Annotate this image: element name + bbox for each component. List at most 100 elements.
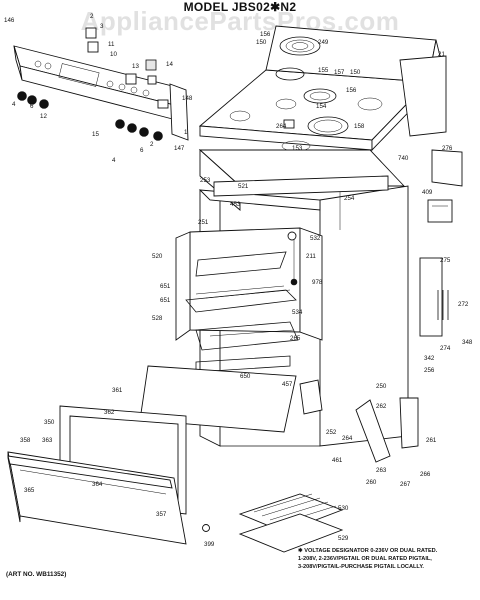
part-label: 365 <box>24 487 35 494</box>
door-hinges[interactable] <box>299 379 419 463</box>
part-label: 256 <box>424 367 435 374</box>
part-label: 399 <box>204 541 215 548</box>
rear-panel <box>399 55 447 137</box>
voltage-note-line-3: 3-208V/PIGTAIL-PURCHASE PIGTAIL LOCALLY. <box>298 564 424 570</box>
art-number: (ART NO. WB11352) <box>6 571 67 578</box>
part-label: 529 <box>338 535 349 542</box>
part-label: 530 <box>338 505 349 512</box>
part-label: 153 <box>292 145 303 152</box>
part-label: 150 <box>350 69 361 76</box>
voltage-note-line-1: ✱ VOLTAGE DESIGNATOR 0-236V OR DUAL RATE… <box>298 548 438 554</box>
part-label: 267 <box>400 481 411 488</box>
part-label: 156 <box>260 31 271 38</box>
part-label: 156 <box>346 87 357 94</box>
part-label: 147 <box>174 145 185 152</box>
outer-door[interactable] <box>7 451 187 545</box>
part-label: 2 <box>150 141 154 148</box>
oven-sensor <box>287 231 298 286</box>
part-label: 350 <box>44 419 55 426</box>
part-label: 10 <box>110 51 117 58</box>
part-label: 265 <box>290 335 301 342</box>
part-label: 457 <box>282 381 293 388</box>
part-label: 211 <box>306 253 316 260</box>
part-label: 6 <box>140 147 144 154</box>
part-label: 253 <box>200 177 211 184</box>
part-label: 13 <box>132 63 139 70</box>
part-label: 521 <box>238 183 249 190</box>
part-label: 461 <box>332 457 343 464</box>
part-label: 250 <box>376 383 387 390</box>
part-label: 2 <box>90 13 94 20</box>
part-label: 358 <box>20 437 31 444</box>
part-label: 158 <box>354 123 365 130</box>
part-label: 650 <box>240 373 251 380</box>
part-label: 532 <box>310 235 321 242</box>
part-label: 4 <box>112 157 116 164</box>
part-label: 275 <box>440 257 451 264</box>
part-label: 363 <box>42 437 53 444</box>
part-label: 651 <box>160 297 171 304</box>
part-label: 357 <box>156 511 167 518</box>
part-label: 361 <box>112 387 123 394</box>
part-label: 251 <box>198 219 209 226</box>
cooktop[interactable] <box>198 69 429 152</box>
door-handle[interactable] <box>7 455 173 489</box>
part-label: 254 <box>344 195 355 202</box>
part-label: 740 <box>398 155 409 162</box>
part-label: 528 <box>152 315 163 322</box>
part-label: 14 <box>166 61 173 68</box>
part-label: 154 <box>316 103 327 110</box>
oven-top <box>213 175 389 197</box>
part-label: 274 <box>440 345 451 352</box>
back-wrapper <box>419 257 443 337</box>
part-label: 262 <box>376 403 387 410</box>
part-label: 249 <box>318 39 329 46</box>
part-label: 453 <box>230 201 241 208</box>
part-label: 978 <box>312 279 323 286</box>
part-label: 252 <box>326 429 337 436</box>
part-label: 264 <box>342 435 353 442</box>
end-cap-right <box>169 83 189 141</box>
broil-element <box>195 355 291 373</box>
terminal-block <box>427 199 453 223</box>
part-label: 11 <box>108 41 115 48</box>
control-panel[interactable] <box>13 45 187 123</box>
part-label: 15 <box>92 131 99 138</box>
broiler-pan[interactable] <box>238 493 344 553</box>
part-label: 348 <box>462 339 473 346</box>
control-knobs[interactable] <box>17 91 163 141</box>
infinite-switches <box>85 27 169 109</box>
part-label: 155 <box>318 67 329 74</box>
part-label: 276 <box>442 145 453 152</box>
part-label: 362 <box>104 409 115 416</box>
part-label: 651 <box>160 283 171 290</box>
part-label: 260 <box>366 479 377 486</box>
part-label: 148 <box>182 95 193 102</box>
part-label: 146 <box>4 17 15 24</box>
part-label: 261 <box>426 437 437 444</box>
voltage-note-line-2: 1-208V, 2-236V/PIGTAIL OR DUAL RATED PIG… <box>298 556 432 562</box>
bracket-276 <box>431 149 463 187</box>
part-label: 3 <box>100 23 104 30</box>
part-label: 12 <box>40 113 47 120</box>
model-title: MODEL JBS02✱N2 <box>183 0 297 14</box>
surface-units[interactable] <box>275 36 349 136</box>
part-label: 266 <box>420 471 431 478</box>
part-label: 409 <box>422 189 433 196</box>
oven-racks[interactable] <box>185 285 299 351</box>
part-label: 157 <box>334 69 345 76</box>
part-label: 264 <box>276 123 287 130</box>
part-label: 534 <box>292 309 303 316</box>
part-label: 272 <box>458 301 469 308</box>
fastener-399 <box>202 524 210 532</box>
part-label: 21 <box>438 51 445 58</box>
part-label: 150 <box>256 39 267 46</box>
part-label: 263 <box>376 467 387 474</box>
part-label: 4 <box>12 101 16 108</box>
part-label: 342 <box>424 355 435 362</box>
part-label: 1 <box>184 129 188 136</box>
part-labels: 146 2 3 10 11 13 14 4 6 12 15 4 6 2 148 … <box>4 13 473 548</box>
part-label: 520 <box>152 253 163 260</box>
oven-liner <box>175 227 323 341</box>
